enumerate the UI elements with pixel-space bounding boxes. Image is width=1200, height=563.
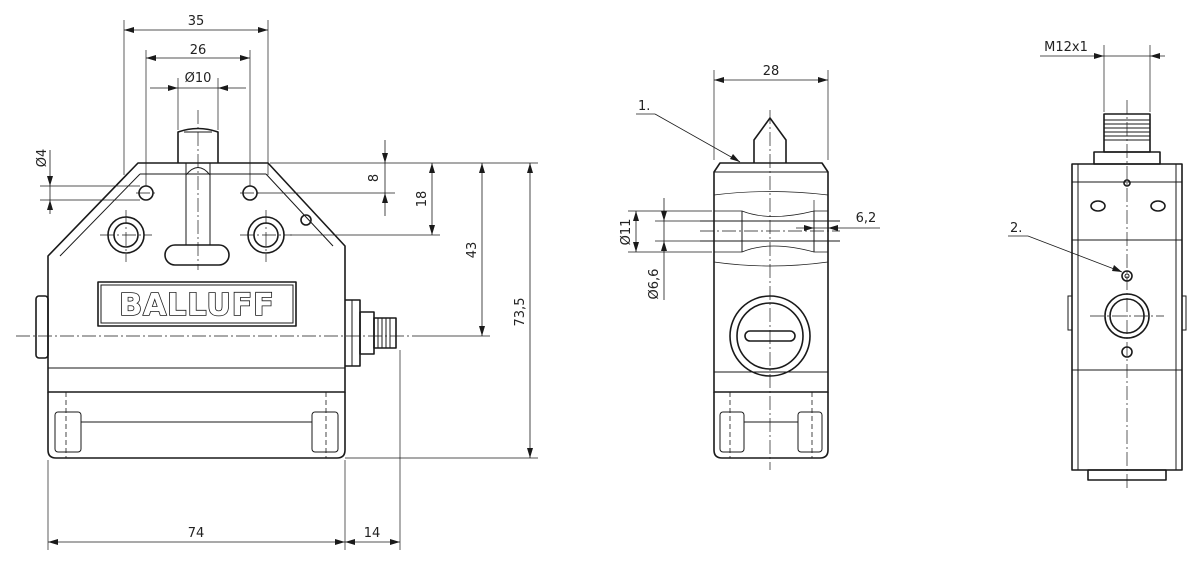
brand-logo: BALLUFF bbox=[119, 288, 275, 323]
dim-8: 8 bbox=[367, 174, 382, 182]
side-view: 1. 28 Ø11 Ø6,6 6,2 bbox=[619, 64, 880, 470]
side-section-hatch bbox=[713, 191, 829, 217]
side-body-outline bbox=[713, 162, 829, 393]
callout-2: 2. bbox=[1010, 221, 1022, 236]
front-view: BALLUFF 35 bbox=[16, 14, 538, 550]
dim-74: 74 bbox=[188, 526, 205, 541]
dim-dia-10: Ø10 bbox=[185, 71, 212, 86]
back-view: 2. M12x1 bbox=[1008, 40, 1187, 490]
front-body-outline bbox=[47, 162, 346, 393]
front-left-knob bbox=[35, 295, 49, 359]
dim-dia-4: Ø4 bbox=[35, 149, 50, 168]
dim-14: 14 bbox=[364, 526, 381, 541]
dim-dia-6-6: Ø6,6 bbox=[647, 269, 662, 300]
brand-plate bbox=[97, 281, 297, 327]
dim-35: 35 bbox=[188, 14, 205, 29]
dim-28: 28 bbox=[763, 64, 780, 79]
front-oblong-slot bbox=[164, 244, 230, 266]
callout-1: 1. bbox=[638, 99, 650, 114]
dim-43: 43 bbox=[465, 242, 480, 259]
dim-26: 26 bbox=[190, 43, 207, 58]
front-small-bump bbox=[300, 214, 312, 226]
dim-dia-11: Ø11 bbox=[619, 219, 634, 246]
side-foot bbox=[713, 392, 829, 459]
dim-thread-m12x1: M12x1 bbox=[1044, 40, 1088, 55]
front-foot bbox=[47, 392, 346, 459]
dim-73-5: 73,5 bbox=[513, 298, 528, 327]
dim-18: 18 bbox=[415, 191, 430, 208]
dim-6-2: 6,2 bbox=[856, 211, 877, 226]
